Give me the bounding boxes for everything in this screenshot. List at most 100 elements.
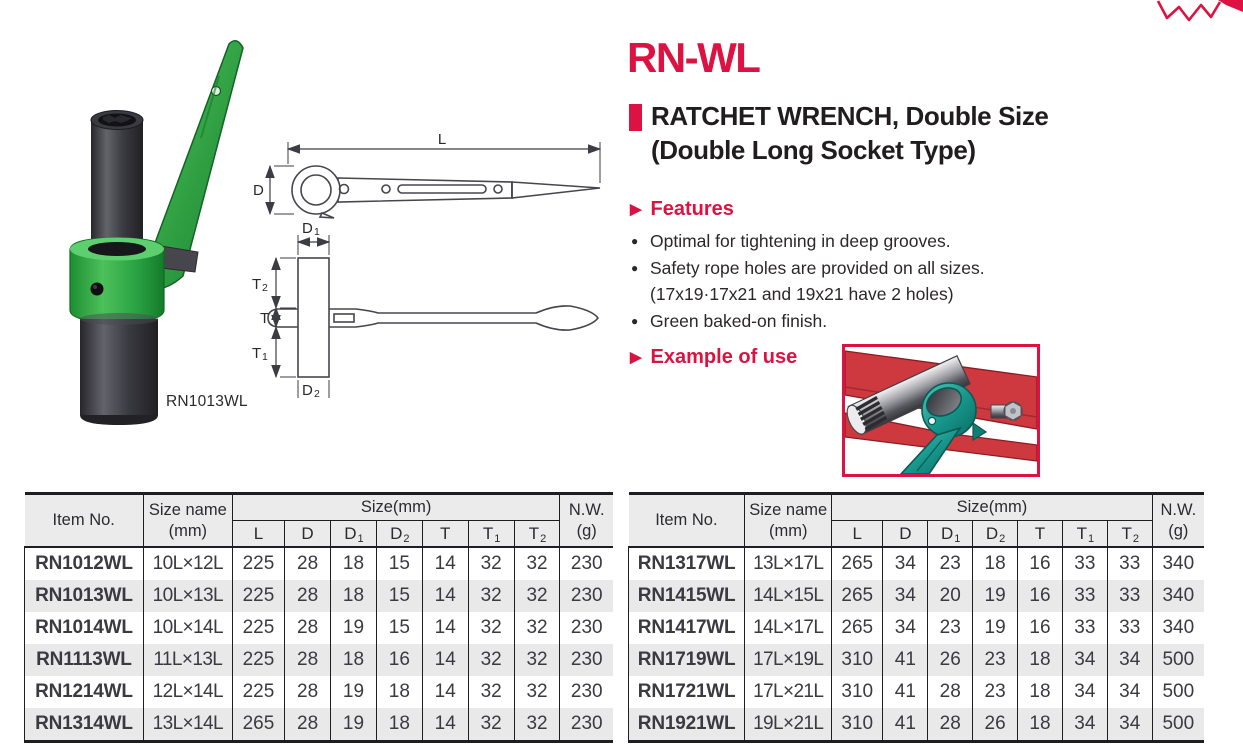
dim-label-T2-sub: 2 [262,282,268,294]
bullet-icon: ● [631,260,639,275]
cell-value: 41 [882,644,928,676]
cell-value: 26 [972,708,1018,742]
cell-value: 23 [927,547,973,580]
cell-value: 33 [1061,612,1108,644]
product-name-line1: RATCHET WRENCH, Double Size [651,101,1049,131]
cell-value: 28 [284,612,331,644]
cell-value: 14 [421,612,469,644]
cell-value: 20 [927,580,973,612]
features-heading-label: Features [650,198,734,220]
cell-value: 340 [1151,580,1204,612]
col-header-D: D [284,520,331,548]
cell-value: 34 [882,612,928,644]
cell-value: 23 [972,644,1018,676]
cell-value: 23 [972,676,1018,708]
cell-value: 19 [330,612,377,644]
cell-value: 33 [1061,547,1108,580]
cell-size-name: 11L×13L [142,644,233,676]
cell-size-name: 10L×14L [142,612,233,644]
col-header-T1: T1 [1061,520,1108,548]
spec-table-left: Item No. Size name(mm) Size(mm) N.W.(g) … [24,492,613,743]
cell-value: 500 [1151,676,1204,708]
cell-value: 32 [467,612,515,644]
col-header-item-no: Item No. [24,493,144,548]
bullet-spacer [631,281,650,308]
cell-value: 18 [375,708,423,742]
cell-item-no: RN1113WL [24,644,144,676]
cell-item-no: RN1719WL [627,644,745,676]
photo-caption: RN1013WL [166,393,248,410]
bullet-icon: ● [631,234,639,248]
cell-value: 28 [284,580,331,612]
feature-text: Optimal for tightening in deep grooves. [650,231,951,251]
feature-item-continuation: (17x19·17x21 and 19x21 have 2 holes) [631,281,1206,308]
cell-value: 15 [375,612,423,644]
cell-value: 33 [1106,612,1153,644]
play-icon: ▶ [630,201,642,218]
col-header-size-name: Size name(mm) [142,493,233,548]
dim-label-D: D [253,182,264,199]
cell-value: 14 [421,547,469,580]
col-header-size-group: Size(mm) [231,493,560,521]
cell-value: 18 [1017,676,1063,708]
cell-value: 230 [559,612,613,644]
cell-value: 34 [1061,676,1108,708]
cell-value: 23 [927,612,973,644]
cell-value: 230 [559,676,613,708]
col-header-nw: N.W.(g) [1151,493,1204,548]
cell-item-no: RN1013WL [24,580,144,612]
cell-item-no: RN1214WL [24,676,144,708]
cell-value: 340 [1151,547,1204,580]
cell-size-name: 17L×19L [744,644,832,676]
features-list: ● Optimal for tightening in deep grooves… [631,228,1206,334]
cell-size-name: 19L×21L [744,708,832,742]
usage-illustration [845,350,1037,474]
cell-value: 18 [1017,708,1063,742]
dim-label-D1: D [302,222,313,237]
cell-value: 18 [1017,644,1063,676]
play-icon: ▶ [630,349,642,366]
col-header-item-no: Item No. [628,493,745,548]
cell-value: 19 [972,580,1018,612]
cell-value: 32 [467,676,515,708]
cell-value: 225 [231,547,285,580]
cell-value: 265 [831,580,883,612]
cell-value: 32 [513,644,560,676]
cell-value: 34 [1061,644,1108,676]
col-header-L: L [231,520,285,548]
spec-table-right: Item No. Size name(mm) Size(mm) N.W.(g) … [627,492,1204,743]
cell-value: 225 [231,676,285,708]
col-header-T2: T2 [513,520,560,548]
cell-value: 15 [375,580,423,612]
cell-size-name: 10L×13L [142,580,233,612]
cell-value: 18 [330,580,377,612]
cell-item-no: RN1314WL [24,708,144,742]
cell-value: 15 [375,547,423,580]
col-header-T1: T1 [467,520,515,548]
col-header-D2: D2 [375,520,423,548]
cell-value: 340 [1151,612,1204,644]
cell-value: 265 [831,612,883,644]
col-header-size-group: Size(mm) [831,493,1153,521]
product-photo [69,40,244,425]
cell-value: 19 [330,676,377,708]
cell-value: 310 [831,676,883,708]
cell-value: 32 [467,708,515,742]
product-name-line2: (Double Long Socket Type) [651,134,976,165]
cell-value: 28 [927,676,973,708]
cell-size-name: 17L×21L [744,676,832,708]
cell-value: 230 [559,708,613,742]
cell-value: 18 [972,547,1018,580]
dim-label-T1: T [252,345,261,362]
cell-value: 230 [559,547,613,580]
dim-label-D2: D [302,382,313,399]
cell-value: 41 [882,676,928,708]
cell-value: 14 [421,580,469,612]
feature-item: ● Optimal for tightening in deep grooves… [631,228,1206,255]
